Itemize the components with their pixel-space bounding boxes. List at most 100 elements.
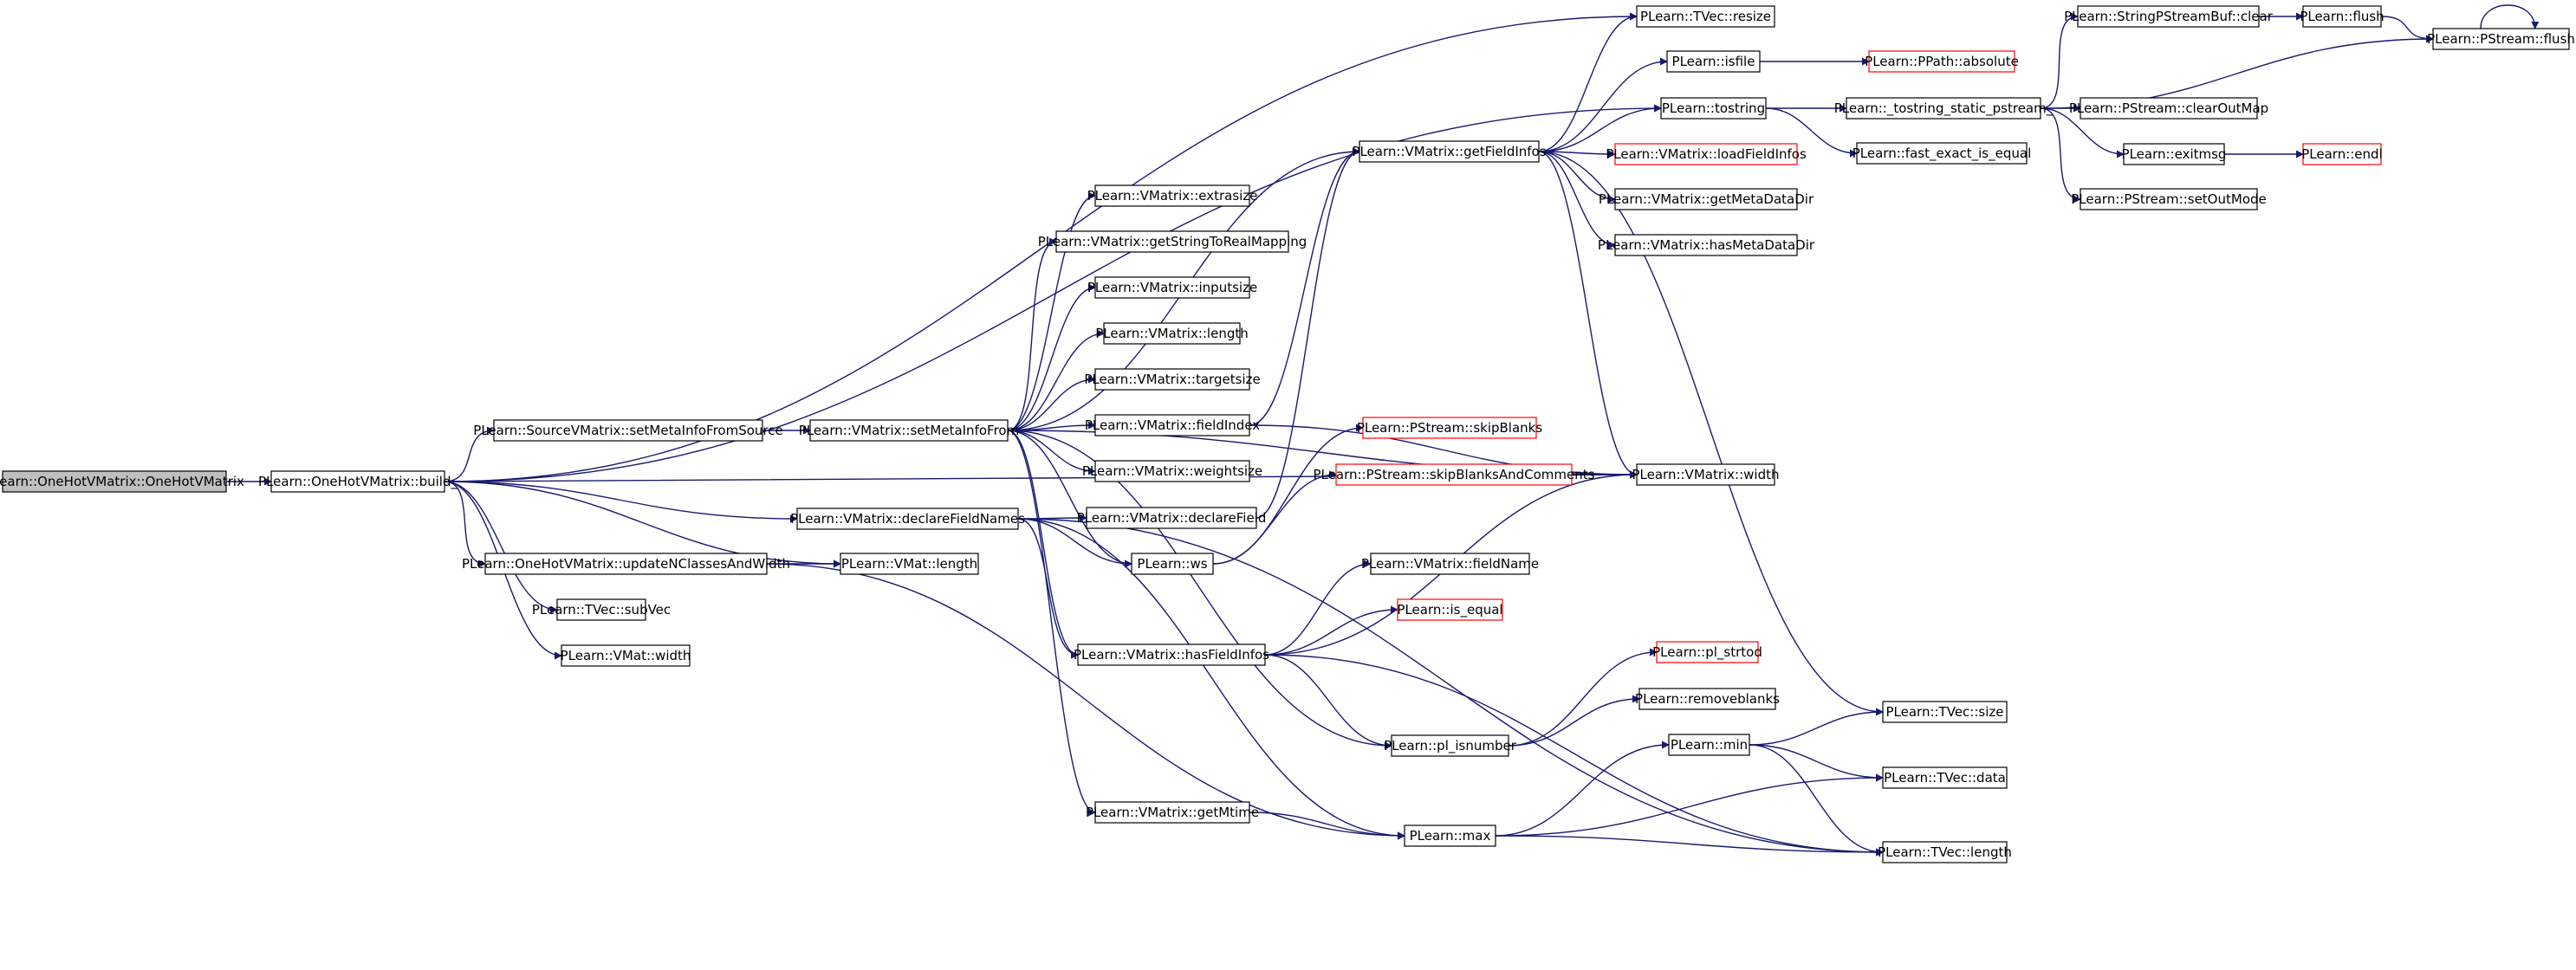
node-box[interactable]	[796, 508, 1019, 530]
node-box[interactable]	[1882, 766, 2008, 789]
node-n10[interactable]: PLearn::TVec::subVec	[532, 598, 671, 621]
node-box[interactable]	[1103, 322, 1241, 345]
node-box[interactable]	[2080, 188, 2258, 210]
node-n21[interactable]: PLearn::ws	[1131, 553, 1214, 575]
node-box[interactable]	[1397, 598, 1503, 621]
node-box[interactable]	[1055, 230, 1289, 253]
node-box[interactable]	[1370, 553, 1530, 575]
node-n17[interactable]: PLearn::VMatrix::targetsize	[1084, 368, 1261, 391]
node-n7[interactable]: PLearn::VMatrix::declareFieldNames	[790, 508, 1025, 530]
node-box[interactable]	[270, 470, 445, 493]
node-box[interactable]	[1094, 368, 1250, 391]
node-n44[interactable]: PLearn::exitmsg	[2122, 143, 2227, 165]
node-n49[interactable]: PLearn::TVec::length	[1878, 841, 2012, 863]
node-box[interactable]	[2077, 5, 2260, 28]
node-n2[interactable]: PLearn::TVec::resize	[1636, 5, 1775, 28]
node-box[interactable]	[2123, 143, 2225, 165]
node-box[interactable]	[1077, 643, 1266, 666]
node-n38[interactable]: PLearn::removeblanks	[1635, 688, 1780, 710]
node-n34[interactable]: PLearn::max	[1404, 824, 1496, 847]
node-n29[interactable]: PLearn::PStream::skipBlanks	[1357, 417, 1543, 439]
node-box[interactable]	[1359, 140, 1540, 163]
node-n31[interactable]: PLearn::VMatrix::fieldName	[1361, 553, 1539, 575]
node-n1[interactable]: PLearn::OneHotVMatrix::build_	[258, 470, 457, 493]
node-box[interactable]	[1094, 276, 1250, 299]
node-box[interactable]	[1086, 507, 1257, 529]
node-n42[interactable]: PLearn::PStream::flush	[2427, 28, 2575, 50]
node-n22[interactable]: PLearn::VMatrix::hasFieldInfos	[1074, 643, 1269, 666]
node-box[interactable]	[1882, 841, 2008, 863]
node-n15[interactable]: PLearn::VMatrix::inputsize	[1087, 276, 1257, 299]
node-n28[interactable]: PLearn::VMatrix::hasMetaDataDir	[1598, 234, 1815, 256]
node-box[interactable]	[2302, 5, 2382, 28]
node-n40[interactable]: PLearn::StringPStreamBuf::clear	[2064, 5, 2274, 28]
node-n27[interactable]: PLearn::VMatrix::getMetaDataDir	[1599, 188, 1814, 210]
node-box[interactable]	[1846, 97, 2041, 120]
node-n32[interactable]: PLearn::is_equal	[1397, 598, 1503, 621]
node-n16[interactable]: PLearn::VMatrix::length	[1095, 322, 1249, 345]
node-n35[interactable]: PLearn::_tostring_static_pstream_	[1834, 97, 2054, 120]
node-n45[interactable]: PLearn::endl	[2301, 143, 2383, 165]
node-box[interactable]	[2, 470, 227, 493]
node-n18[interactable]: PLearn::VMatrix::fieldIndex	[1085, 414, 1260, 436]
node-n6[interactable]: PLearn::VMatrix::width	[1632, 463, 1780, 486]
node-box[interactable]	[1614, 188, 1798, 210]
node-n13[interactable]: PLearn::VMatrix::extrasize	[1087, 184, 1258, 207]
node-n26[interactable]: PLearn::VMatrix::loadFieldInfos	[1606, 143, 1807, 165]
node-n5[interactable]: PLearn::VMatrix::setMetaInfoFrom	[799, 419, 1019, 442]
node-box[interactable]	[1856, 142, 2028, 165]
node-box[interactable]	[1636, 5, 1775, 28]
node-box[interactable]	[1660, 97, 1767, 120]
node-n37[interactable]: PLearn::pl_strtod	[1652, 641, 1762, 663]
node-box[interactable]	[1131, 553, 1214, 575]
node-box[interactable]	[840, 553, 979, 575]
node-box[interactable]	[1094, 460, 1250, 482]
node-box[interactable]	[1094, 801, 1250, 824]
node-n39[interactable]: PLearn::min	[1668, 734, 1750, 756]
node-box[interactable]	[2302, 143, 2382, 165]
node-box[interactable]	[1614, 143, 1798, 165]
node-n48[interactable]: PLearn::TVec::data	[1882, 766, 2008, 789]
node-n4[interactable]: PLearn::SourceVMatrix::setMetaInfoFromSo…	[473, 419, 783, 442]
node-box[interactable]	[1404, 824, 1496, 847]
node-box[interactable]	[1882, 701, 2008, 723]
node-n8[interactable]: PLearn::VMat::length	[840, 553, 979, 575]
node-n46[interactable]: PLearn::PStream::setOutMode	[2071, 188, 2267, 210]
node-box[interactable]	[556, 598, 646, 621]
node-n19[interactable]: PLearn::VMatrix::weightsize	[1082, 460, 1262, 482]
node-n41[interactable]: PLearn::flush	[2300, 5, 2385, 28]
node-box[interactable]	[561, 644, 691, 667]
node-n3[interactable]: PLearn::tostring	[1660, 97, 1767, 120]
node-box[interactable]	[484, 553, 768, 575]
node-box[interactable]	[1668, 734, 1750, 756]
node-n20[interactable]: PLearn::VMatrix::declareField	[1077, 507, 1267, 529]
node-box[interactable]	[1868, 50, 2015, 73]
node-box[interactable]	[1094, 184, 1250, 207]
node-n43[interactable]: PLearn::PStream::clearOutMap	[2069, 97, 2268, 120]
node-box[interactable]	[1656, 641, 1759, 663]
node-box[interactable]	[2080, 97, 2258, 120]
node-box[interactable]	[1638, 688, 1776, 710]
node-box[interactable]	[2432, 28, 2570, 50]
node-box[interactable]	[1614, 234, 1798, 256]
node-n14[interactable]: PLearn::VMatrix::getStringToRealMapping	[1038, 230, 1307, 253]
node-box[interactable]	[1335, 463, 1573, 486]
node-n25[interactable]: PLearn::PPath::absolute	[1865, 50, 2019, 73]
node-n9[interactable]: PLearn::OneHotVMatrix::updateNClassesAnd…	[462, 553, 790, 575]
node-n30[interactable]: PLearn::PStream::skipBlanksAndComments	[1314, 463, 1595, 486]
node-n47[interactable]: PLearn::TVec::size	[1882, 701, 2008, 723]
node-n36[interactable]: PLearn::fast_exact_is_equal	[1853, 142, 2032, 165]
node-box[interactable]	[1636, 463, 1775, 486]
node-box[interactable]	[1391, 734, 1509, 757]
node-box[interactable]	[1666, 50, 1761, 73]
node-box[interactable]	[1094, 414, 1250, 436]
node-n23[interactable]: PLearn::VMatrix::getMtime	[1086, 801, 1259, 824]
node-n11[interactable]: PLearn::VMat::width	[561, 644, 691, 667]
node-n12[interactable]: PLearn::VMatrix::getFieldInfos	[1352, 140, 1547, 163]
node-box[interactable]	[809, 419, 1009, 442]
node-n24[interactable]: PLearn::isfile	[1666, 50, 1761, 73]
node-box[interactable]	[1362, 417, 1537, 439]
node-n0[interactable]: PLearn::OneHotVMatrix::OneHotVMatrix	[0, 470, 244, 493]
node-box[interactable]	[493, 419, 763, 442]
node-n33[interactable]: PLearn::pl_isnumber	[1384, 734, 1517, 757]
